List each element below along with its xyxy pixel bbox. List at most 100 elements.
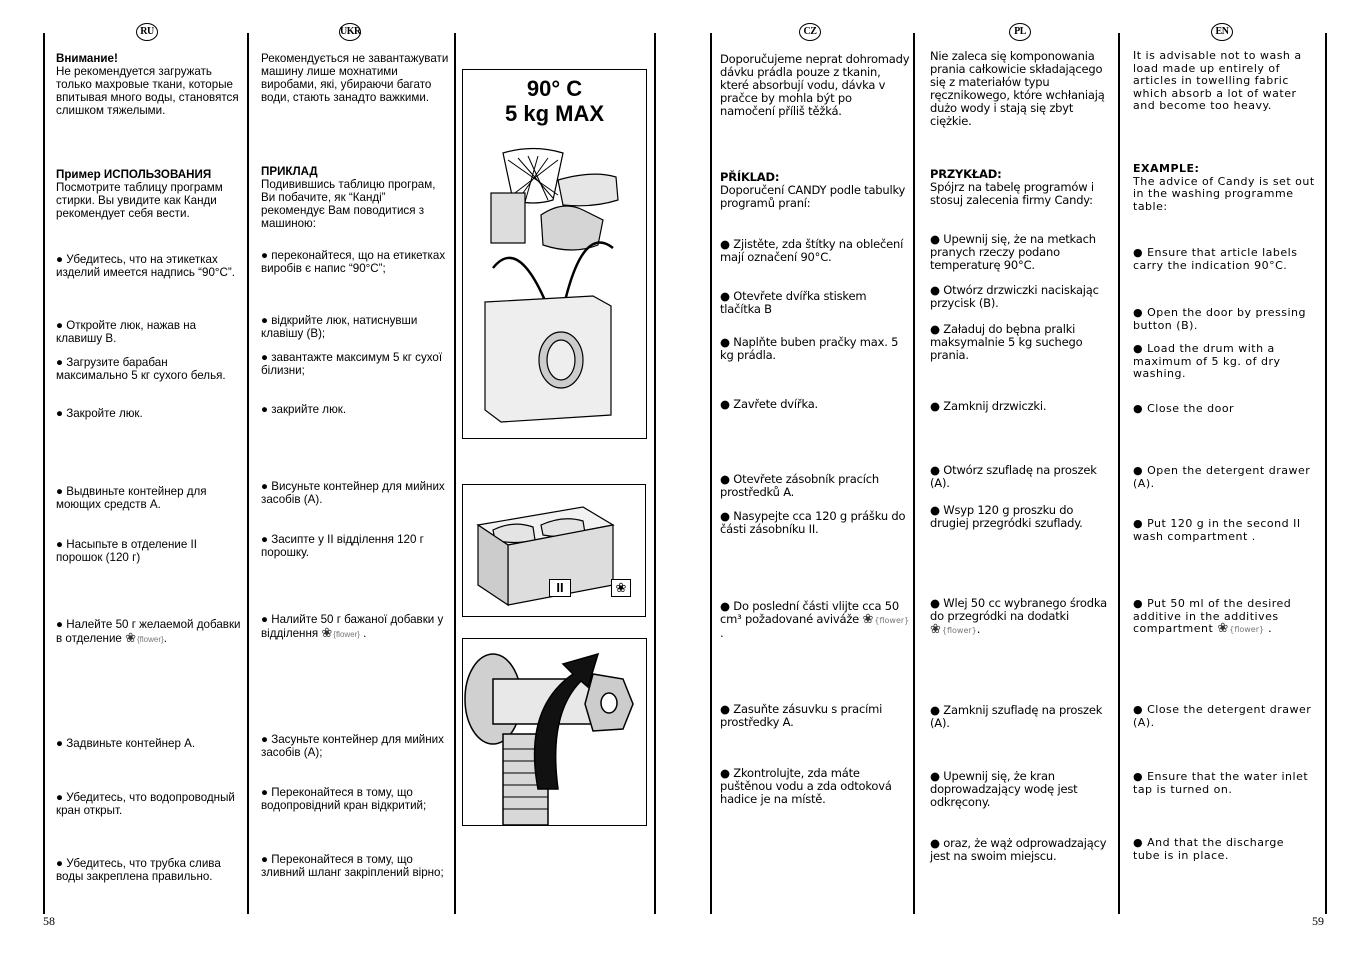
paragraph-text: ● Upewnij się, że na metkach pranych rze…: [930, 232, 1096, 272]
paragraph-text: ● Задвиньте контейнер A.: [56, 737, 196, 750]
paragraph-text: ● Otevřete dvířka stiskem tlačítka B: [720, 289, 867, 316]
paragraph-text: ● Засипте у II відділення 120 г порошку.: [261, 533, 424, 559]
paragraph-text: ● Close the door: [1133, 402, 1235, 415]
paragraph-text: ● Насыпьте в отделение II порошок (120 г…: [56, 538, 197, 564]
instruction-paragraph: ● Open the door by pressing button (B).: [1133, 306, 1315, 332]
paragraph-text: ● Zkontrolujte, zda máte puštěnou vodu a…: [720, 766, 892, 806]
paragraph-text: ● Naplňte buben pračky max. 5 kg prádla.: [720, 335, 899, 362]
paragraph-text: Посмотрите таблицу программ стирки. Вы у…: [56, 181, 223, 220]
paragraph-text: ● Ensure that the water inlet tap is tur…: [1133, 770, 1309, 796]
column-divider: [654, 33, 656, 914]
instruction-paragraph: ● Насыпьте в отделение II порошок (120 г…: [56, 538, 242, 564]
laundry-illustration: [484, 147, 619, 423]
instruction-paragraph: ● Ensure that article labels carry the i…: [1133, 246, 1315, 272]
instruction-paragraph: ● Выдвиньте контейнер для моющих средств…: [56, 485, 242, 511]
paragraph-text: The advice of Candy is set out in the wa…: [1133, 174, 1315, 213]
load-label: 5 kg MAX: [504, 101, 605, 126]
instruction-paragraph: ● Close the detergent drawer (A).: [1133, 703, 1315, 729]
paragraph-text: ● Zamknij szufladę na proszek (A).: [930, 703, 1103, 730]
instruction-paragraph: ● Убедитесь, что трубка слива воды закре…: [56, 857, 242, 883]
instruction-paragraph: ● Otevřete dvířka stiskem tlačítka B: [720, 290, 910, 316]
paragraph-text: ● переконайтеся, що на етикетках виробів…: [261, 249, 446, 275]
section-paragraph: Внимание!Не рекомендуется загружать толь…: [56, 52, 242, 117]
paragraph-text: ● Load the drum with a maximum of 5 kg. …: [1133, 342, 1281, 380]
section-paragraph: PRZYKŁAD:Spójrz na tabelę programów i st…: [930, 168, 1114, 207]
paragraph-text: ● Откройте люк, нажав на клавишу B.: [56, 319, 197, 345]
instruction-paragraph: ● Висуньте контейнер для мийних засобів …: [261, 480, 449, 506]
softener-flower-icon: {flower}: [125, 635, 164, 644]
instruction-paragraph: ● Wsyp 120 g proszku do drugiej przegród…: [930, 504, 1114, 530]
figure-caption: 90° C 5 kg MAX: [463, 76, 646, 126]
paragraph-text: Doporučujeme neprat dohromady dávku prád…: [720, 52, 910, 118]
language-badge-ukr: UKR: [339, 23, 361, 41]
instruction-paragraph: ● Переконайтеся в тому, що водопровідний…: [261, 786, 449, 812]
instruction-paragraph: ● Убедитесь, что на этикетках изделий им…: [56, 253, 242, 279]
language-badge-en: EN: [1211, 23, 1233, 41]
column-divider: [454, 33, 456, 914]
paragraph-text: ● Висуньте контейнер для мийних засобів …: [261, 480, 445, 506]
compartment-ii-label: II: [549, 579, 571, 597]
instruction-paragraph: ● Put 120 g in the second II wash compar…: [1133, 517, 1315, 543]
column-divider: [710, 33, 712, 914]
paragraph-text: ● Open the detergent drawer (A).: [1133, 464, 1311, 490]
instruction-paragraph: ● Загрузите барабан максимально 5 кг сух…: [56, 356, 242, 382]
language-badge-pl: PL: [1009, 23, 1031, 41]
paragraph-text: Doporučení CANDY podle tabulky programů …: [720, 183, 906, 210]
paragraph-text: ● Put 120 g in the second II wash compar…: [1133, 517, 1301, 543]
figure-water-tap: [462, 638, 647, 826]
paragraph-text: ● oraz, że wąż odprowadzający jest na sw…: [930, 836, 1107, 863]
paragraph-text: ● Do poslední části vlijte cca 50 cm³ po…: [720, 599, 909, 640]
paragraph-text: ● Выдвиньте контейнер для моющих средств…: [56, 485, 207, 511]
paragraph-text: ● закрийте люк.: [261, 403, 347, 416]
section-heading: PRZYKŁAD:: [930, 167, 1002, 181]
section-heading: PŘÍKLAD:: [720, 170, 780, 184]
section-paragraph: PŘÍKLAD:Doporučení CANDY podle tabulky p…: [720, 171, 910, 210]
paragraph-text: ● Nasypejte cca 120 g prášku do části zá…: [720, 509, 906, 536]
paragraph-text: ● Налейте 50 г желаемой добавки в отделе…: [56, 618, 241, 645]
paragraph-text: Не рекомендуется загружать только махров…: [56, 65, 239, 117]
paragraph-text: ● Zasuňte zásuvku s pracími prostředky A…: [720, 702, 883, 729]
section-heading: EXAMPLE:: [1133, 162, 1200, 175]
instruction-paragraph: ● Zasuňte zásuvku s pracími prostředky A…: [720, 703, 910, 729]
paragraph-text: ● Zavřete dvířka.: [720, 397, 818, 411]
instruction-paragraph: ● Upewnij się, że na metkach pranych rze…: [930, 233, 1114, 272]
instruction-paragraph: Doporučujeme neprat dohromady dávku prád…: [720, 53, 910, 118]
column-divider: [1118, 33, 1120, 914]
softener-flower-icon: {flower}: [930, 626, 977, 635]
page-number-right: 59: [1312, 914, 1324, 928]
paragraph-text: ● Put 50 ml of the desired additive in t…: [1133, 597, 1291, 635]
paragraph-text: ● Otwórz drzwiczki naciskając przycisk (…: [930, 283, 1099, 310]
section-paragraph: EXAMPLE:The advice of Candy is set out i…: [1133, 162, 1315, 213]
instruction-paragraph: ● Zkontrolujte, zda máte puštěnou vodu a…: [720, 767, 910, 806]
paragraph-text: Рекомендується не завантажувати машину л…: [261, 52, 449, 104]
instruction-paragraph: ● завантажте максимум 5 кг сухої білизни…: [261, 351, 449, 377]
paragraph-text: ● Налийте 50 г бажаної добавки у відділе…: [261, 613, 443, 640]
paragraph-text: ● Załaduj do bębna pralki maksymalnie 5 …: [930, 322, 1083, 362]
instruction-paragraph: ● закрийте люк.: [261, 403, 449, 416]
paragraph-text: ● Закройте люк.: [56, 407, 143, 420]
paragraph-text: ● Засуньте контейнер для мийних засобів …: [261, 733, 444, 759]
instruction-paragraph: ● Откройте люк, нажав на клавишу B.: [56, 319, 242, 345]
paragraph-text: ● Загрузите барабан максимально 5 кг сух…: [56, 356, 226, 382]
paragraph-text: ● Ensure that article labels carry the i…: [1133, 246, 1298, 272]
instruction-paragraph: ● Wlej 50 cc wybranego środka do przegró…: [930, 597, 1114, 637]
instruction-paragraph: ● Otwórz szufladę na proszek (A).: [930, 464, 1114, 490]
paragraph-text: ● завантажте максимум 5 кг сухої білизни…: [261, 351, 443, 377]
column-divider: [1325, 33, 1327, 914]
softener-flower-icon: {flower}: [321, 630, 360, 639]
paragraph-text: ● Убедитесь, что трубка слива воды закре…: [56, 857, 221, 883]
instruction-paragraph: ● Засипте у II відділення 120 г порошку.: [261, 533, 449, 559]
instruction-paragraph: ● Załaduj do bębna pralki maksymalnie 5 …: [930, 323, 1114, 362]
section-heading: Внимание!: [56, 52, 118, 65]
instruction-paragraph: It is advisable not to wash a load made …: [1133, 49, 1315, 113]
figure-load-machine: 90° C 5 kg MAX: [462, 69, 647, 439]
instruction-paragraph: ● Убедитесь, что водопроводный кран откр…: [56, 791, 242, 817]
instruction-paragraph: ● Otevřete zásobník pracích prostředků A…: [720, 473, 910, 499]
instruction-paragraph: ● Naplňte buben pračky max. 5 kg prádla.: [720, 336, 910, 362]
instruction-paragraph: ● Засуньте контейнер для мийних засобів …: [261, 733, 449, 759]
section-heading: Пример ИСПОЛЬЗОВАНИЯ: [56, 168, 212, 181]
instruction-paragraph: ● Upewnij się, że kran doprowadzający wo…: [930, 770, 1114, 809]
instruction-paragraph: ● Закройте люк.: [56, 407, 242, 420]
